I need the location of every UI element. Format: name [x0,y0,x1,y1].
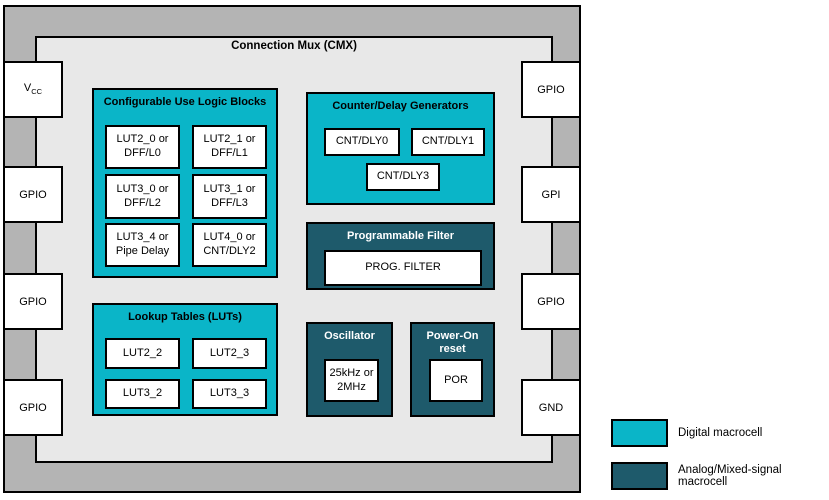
cell-cnt_dly3: CNT/DLY3 [366,163,440,191]
cell-lut3_3: LUT3_3 [192,379,267,409]
block-lookup-tables-title: Lookup Tables (LUTs) [128,311,242,323]
cell-lut2_3: LUT2_3 [192,338,267,369]
pin-gpio-right-2: GPIO [521,273,581,330]
cell-lut3_2: LUT3_2 [105,379,180,409]
pin-gpio-left-2: GPIO [3,273,63,330]
legend-label-analog: Analog/Mixed-signal macrocell [678,464,782,488]
block-power-on-reset: Power-On reset POR [410,322,495,417]
cell-lut2_2: LUT2_2 [105,338,180,369]
pin-gpi: GPI [521,166,581,223]
block-counter-delay-generators: Counter/Delay Generators CNT/DLY0 CNT/DL… [306,92,495,205]
legend-swatch-analog [611,462,668,490]
cell-prog-filter: PROG. FILTER [324,250,482,286]
block-power-on-reset-title: Power-On reset [426,330,479,356]
pin-gnd: GND [521,379,581,436]
pin-gpio-left-3: GPIO [3,379,63,436]
cell-cnt_dly0: CNT/DLY0 [324,128,400,156]
cmx-title: Connection Mux (CMX) [231,40,357,52]
pin-vcc: VCC [3,61,63,118]
block-programmable-filter: Programmable Filter PROG. FILTER [306,222,495,290]
block-programmable-filter-title: Programmable Filter [347,230,454,242]
block-oscillator-title: Oscillator [324,330,375,342]
block-configurable-use-logic-title: Configurable Use Logic Blocks [103,96,267,108]
legend-swatch-digital [611,419,668,447]
pin-gpio-left-1: GPIO [3,166,63,223]
cell-por: POR [429,359,483,402]
block-counter-delay-title: Counter/Delay Generators [332,100,469,112]
pin-gpio-right-1: GPIO [521,61,581,118]
legend-label-digital: Digital macrocell [678,427,763,439]
block-lookup-tables: Lookup Tables (LUTs) LUT2_2 LUT2_3 LUT3_… [92,303,278,416]
pin-vcc-label: VCC [23,82,43,97]
cell-cnt_dly1: CNT/DLY1 [411,128,485,156]
